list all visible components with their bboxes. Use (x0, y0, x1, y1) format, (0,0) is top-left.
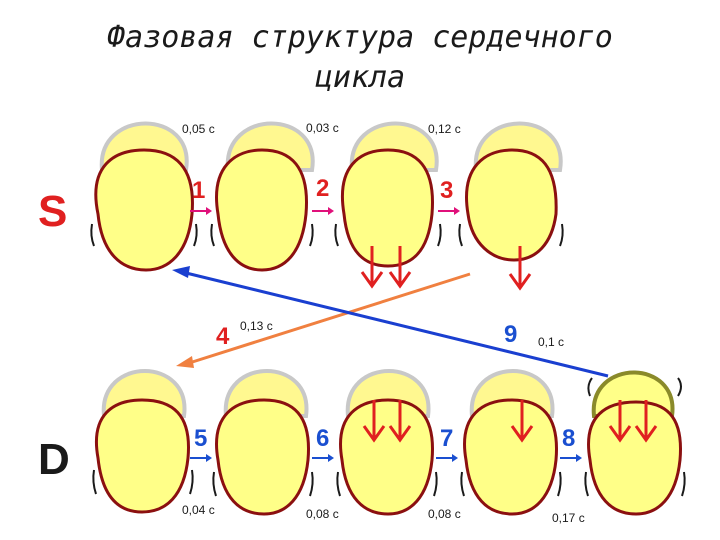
phase-number-1: 1 (192, 177, 205, 204)
filling-arrow-heart-8 (510, 400, 534, 443)
wall-right-6 (309, 471, 314, 497)
transition-number-4: 4 (216, 323, 230, 350)
transition-time-4: 0,13 с (240, 319, 273, 333)
ventricle-5 (95, 398, 190, 514)
wall-left-4 (458, 223, 463, 247)
phase-arrow-5 (190, 454, 212, 462)
phase-time-7: 0,08 с (428, 507, 461, 521)
wall-right-4 (559, 223, 564, 247)
heart-6 (212, 369, 314, 516)
ventricle-2 (215, 148, 309, 272)
wall-right-8 (557, 471, 562, 497)
wall-right-2 (309, 223, 314, 247)
wall-right-1 (193, 223, 198, 247)
atrium-wall-right-9 (677, 377, 682, 397)
transition-9: 9 0,1 с (172, 266, 609, 378)
filling-arrows-heart-9 (608, 400, 658, 443)
transition-4: 4 0,13 с (176, 272, 471, 368)
heart-4 (458, 121, 564, 262)
wall-right-9 (681, 471, 686, 497)
phase-arrow-6 (312, 454, 334, 462)
wall-left-8 (460, 471, 465, 497)
wall-left-7 (336, 471, 341, 497)
phase-arrow-3 (438, 207, 460, 215)
wall-right-3 (437, 223, 442, 247)
wall-left-6 (212, 471, 217, 497)
phase-time-1: 0,05 с (182, 122, 215, 136)
phase-arrow-1 (190, 207, 212, 215)
ventricle-6 (215, 398, 310, 516)
ventricle-4 (465, 148, 558, 262)
ventricle-9 (587, 400, 682, 516)
heart-3 (334, 121, 442, 268)
wall-left-3 (334, 223, 339, 247)
diagram-title: Фазовая структура сердечного цикла (107, 20, 613, 95)
bottom-row: D (38, 369, 686, 525)
wall-left-2 (210, 223, 215, 247)
filling-arrows-heart-7 (362, 400, 412, 443)
wall-left-9 (584, 471, 589, 497)
ejection-arrow-heart-4 (508, 246, 532, 291)
heart-7 (336, 369, 438, 516)
phase-time-2: 0,03 с (306, 121, 339, 135)
phase-time-6: 0,08 с (306, 507, 339, 521)
phase-arrow-2 (312, 207, 334, 215)
top-row: S 1 2 3 (38, 121, 564, 291)
phase-number-2: 2 (316, 175, 329, 202)
transition-time-9: 0,1 с (538, 335, 564, 349)
atrium-wall-left-9 (587, 377, 593, 397)
phase-arrow-8 (560, 454, 582, 462)
phase-arrow-7 (436, 454, 458, 462)
heart-1 (90, 121, 198, 272)
ventricle-8 (463, 398, 558, 516)
phase-time-8: 0,17 с (552, 511, 585, 525)
phase-number-6: 6 (316, 425, 329, 452)
transition-arrow-4 (185, 272, 471, 366)
transition-arrowhead-9 (172, 266, 190, 278)
phase-number-7: 7 (440, 425, 453, 452)
transition-arrowhead-4 (176, 356, 194, 368)
phase-time-5: 0,04 с (182, 503, 215, 517)
row-label-systole: S (38, 187, 67, 236)
heart-2 (210, 121, 315, 272)
ventricle-1 (94, 148, 194, 272)
heart-9 (584, 370, 686, 516)
ejection-arrows-heart-3 (360, 246, 412, 289)
row-label-diastole: D (38, 435, 70, 484)
phase-number-8: 8 (562, 425, 575, 452)
transition-arrow-9 (181, 270, 609, 378)
ventricle-3 (341, 148, 435, 268)
heart-8 (460, 369, 562, 516)
heart-5 (92, 369, 194, 514)
wall-right-7 (433, 471, 438, 497)
ventricle-7 (339, 398, 434, 516)
phase-number-3: 3 (440, 177, 453, 204)
wall-left-5 (92, 469, 97, 495)
phase-time-3: 0,12 с (428, 122, 461, 136)
wall-right-5 (189, 469, 194, 495)
phase-number-5: 5 (194, 425, 207, 452)
wall-left-1 (90, 223, 95, 247)
transition-number-9: 9 (504, 321, 517, 348)
